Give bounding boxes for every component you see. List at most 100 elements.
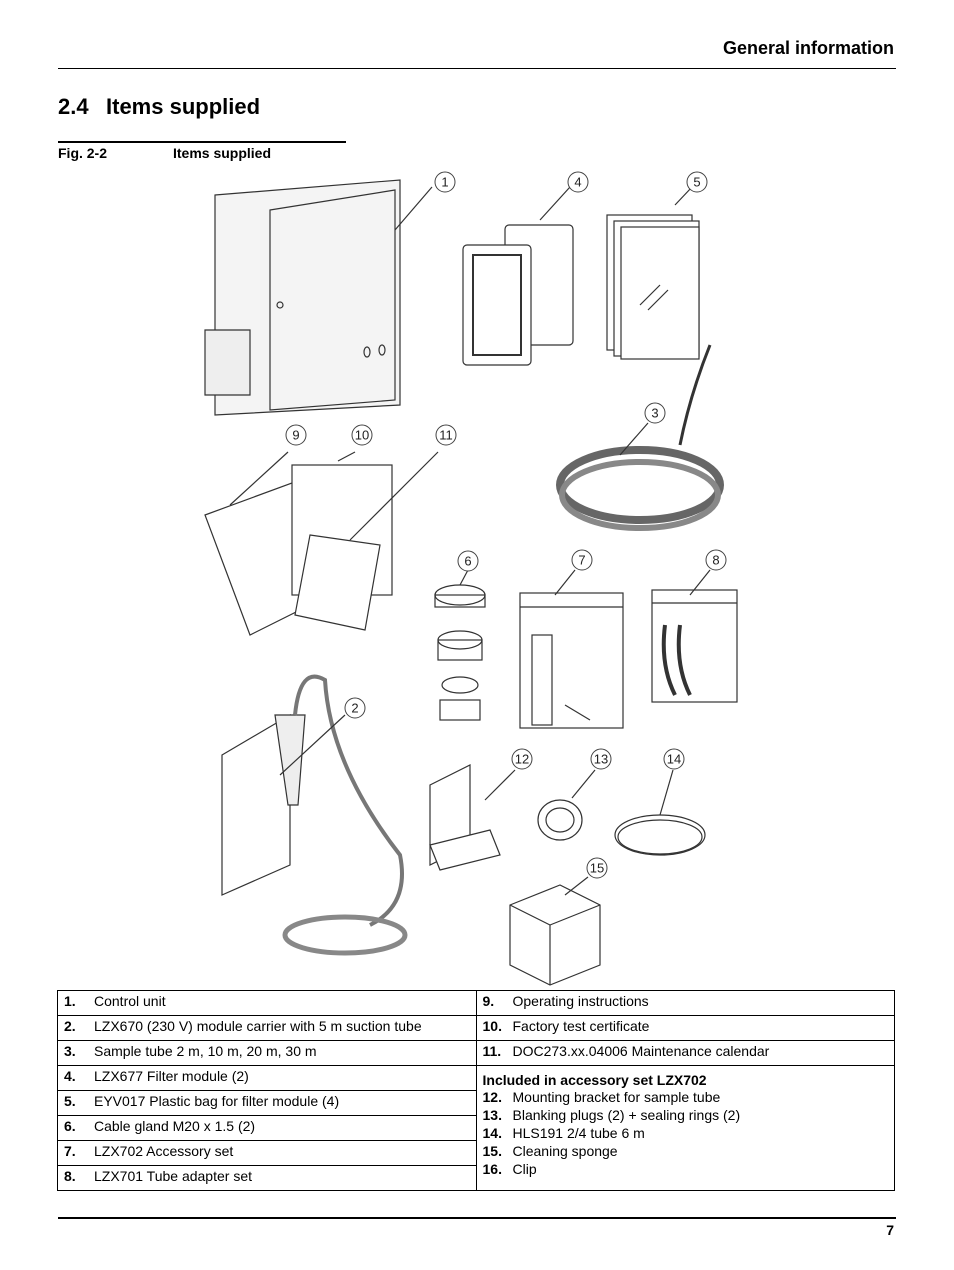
table-row: 4. LZX677 Filter module (2) Included in a… bbox=[57, 1065, 895, 1191]
table-cell: 4. LZX677 Filter module (2) bbox=[57, 1065, 477, 1091]
item-number: 8. bbox=[64, 1168, 76, 1184]
section-number: 2.4 bbox=[58, 94, 89, 119]
callout-label: 15 bbox=[590, 861, 604, 876]
item-number: 5. bbox=[64, 1093, 76, 1109]
callout-label: 11 bbox=[439, 428, 453, 443]
item-text: DOC273.xx.04006 Maintenance calendar bbox=[512, 1043, 770, 1059]
item-text: EYV017 Plastic bag for filter module (4) bbox=[94, 1093, 340, 1109]
callout-label: 1 bbox=[441, 175, 448, 190]
item-text: Factory test certificate bbox=[512, 1018, 650, 1034]
item-number: 10. bbox=[482, 1018, 502, 1034]
figure-number: Fig. 2-2 bbox=[58, 145, 108, 161]
filter-module-drawing bbox=[462, 186, 574, 366]
table-cell: 1. Control unit bbox=[57, 990, 477, 1016]
item-text: HLS191 2/4 tube 6 m bbox=[512, 1125, 645, 1141]
item-number: 9. bbox=[482, 993, 495, 1009]
sample-tube-drawing bbox=[556, 344, 724, 531]
callout-label: 8 bbox=[712, 553, 719, 568]
table-cell: 2. LZX670 (230 V) module carrier with 5 m… bbox=[57, 1015, 477, 1041]
blanking-plug-drawing bbox=[537, 769, 596, 841]
item-number: 11. bbox=[482, 1043, 502, 1059]
callout-3: 3 bbox=[644, 402, 666, 424]
item-number: 4. bbox=[64, 1068, 76, 1084]
table-cell: 9. Operating instructions bbox=[475, 990, 895, 1016]
callout-4: 4 bbox=[567, 171, 589, 193]
control-unit-drawing bbox=[204, 179, 433, 416]
callout-label: 14 bbox=[667, 752, 681, 767]
item-text: Operating instructions bbox=[512, 993, 649, 1009]
callout-label: 10 bbox=[355, 428, 369, 443]
item-text: Control unit bbox=[94, 993, 166, 1009]
item-number: 3. bbox=[64, 1043, 76, 1059]
list-item: 15. Cleaning sponge bbox=[483, 1142, 889, 1160]
callout-8: 8 bbox=[705, 549, 727, 571]
callout-label: 2 bbox=[351, 701, 358, 716]
table-cell: 8. LZX701 Tube adapter set bbox=[57, 1165, 477, 1191]
item-text: Cleaning sponge bbox=[512, 1143, 618, 1159]
accessory-set-drawing bbox=[519, 569, 624, 729]
item-number: 14. bbox=[482, 1125, 502, 1141]
callout-5: 5 bbox=[686, 171, 708, 193]
footer-rule bbox=[58, 1217, 896, 1219]
callout-label: 3 bbox=[651, 406, 658, 421]
item-number: 1. bbox=[64, 993, 76, 1009]
running-header: General information bbox=[722, 38, 894, 58]
section-rule bbox=[58, 141, 346, 143]
table-row: 2. LZX670 (230 V) module carrier with 5 m… bbox=[57, 1015, 895, 1041]
item-number: 13. bbox=[482, 1107, 502, 1123]
accessory-heading: Included in accessory set LZX702 bbox=[482, 1072, 707, 1088]
cleaning-sponge-drawing bbox=[509, 876, 601, 986]
item-text: Sample tube 2 m, 10 m, 20 m, 30 m bbox=[94, 1043, 317, 1059]
callout-12: 12 bbox=[511, 748, 533, 770]
list-item: 16. Clip bbox=[483, 1160, 889, 1178]
callout-label: 5 bbox=[693, 175, 700, 190]
plastic-bag-drawing bbox=[606, 186, 700, 360]
cable-gland-drawing bbox=[434, 569, 486, 721]
section-heading: 2.4 Items supplied bbox=[58, 94, 260, 120]
item-text: LZX702 Accessory set bbox=[94, 1143, 234, 1159]
table-row: 3. Sample tube 2 m, 10 m, 20 m, 30 m 11. D… bbox=[57, 1040, 895, 1066]
list-item: 12. Mounting bracket for sample tube bbox=[483, 1088, 889, 1106]
list-item: 14. HLS191 2/4 tube 6 m bbox=[483, 1124, 889, 1142]
callout-label: 6 bbox=[464, 554, 471, 569]
item-number: 7. bbox=[64, 1143, 76, 1159]
table-cell: 3. Sample tube 2 m, 10 m, 20 m, 30 m bbox=[57, 1040, 477, 1066]
section-title: Items supplied bbox=[106, 94, 261, 119]
module-carrier-drawing bbox=[221, 674, 408, 956]
accessory-cell: Included in accessory set LZX702 12. Moun… bbox=[475, 1065, 895, 1191]
items-table: 1.Control unit 9.Operating instructions … bbox=[57, 990, 895, 1191]
callout-label: 4 bbox=[574, 175, 581, 190]
callout-11: 11 bbox=[435, 424, 457, 446]
hls191-tube-drawing bbox=[614, 769, 706, 856]
table-row: 7. LZX702 Accessory set bbox=[57, 1140, 895, 1166]
callout-13: 13 bbox=[590, 748, 612, 770]
item-text: LZX670 (230 V) module carrier with 5 m s… bbox=[94, 1018, 422, 1034]
table-row: 8. LZX701 Tube adapter set bbox=[57, 1165, 895, 1191]
item-text: Cable gland M20 x 1.5 (2) bbox=[94, 1118, 256, 1134]
table-cell: 7. LZX702 Accessory set bbox=[57, 1140, 477, 1166]
table-cell: 6. Cable gland M20 x 1.5 (2) bbox=[57, 1115, 477, 1141]
item-number: 2. bbox=[64, 1018, 76, 1034]
list-item: 13.Blanking plugs (2) + sealing rings (2… bbox=[483, 1106, 889, 1124]
callout-7: 7 bbox=[571, 549, 593, 571]
callout-15: 15 bbox=[586, 857, 608, 879]
callout-label: 7 bbox=[578, 553, 585, 568]
item-number: 16. bbox=[482, 1161, 502, 1177]
table-cell: 5. EYV017 Plastic bag for filter module (… bbox=[57, 1090, 477, 1116]
callout-14: 14 bbox=[663, 748, 685, 770]
callout-label: 9 bbox=[292, 428, 299, 443]
mounting-bracket-drawing bbox=[429, 764, 516, 871]
callout-label: 12 bbox=[515, 752, 529, 767]
item-number: 15. bbox=[482, 1143, 502, 1159]
item-text: Mounting bracket for sample tube bbox=[512, 1089, 721, 1105]
page-number: 7 bbox=[886, 1222, 894, 1238]
table-cell: 10. Factory test certificate bbox=[475, 1015, 895, 1041]
item-text: LZX701 Tube adapter set bbox=[94, 1168, 252, 1184]
callout-1: 1 bbox=[434, 171, 456, 193]
item-text: Clip bbox=[512, 1161, 537, 1177]
item-text: LZX677 Filter module (2) bbox=[94, 1068, 249, 1084]
tube-adapter-set-drawing bbox=[651, 569, 738, 703]
item-number: 12. bbox=[482, 1089, 502, 1105]
item-number: 6. bbox=[64, 1118, 76, 1134]
